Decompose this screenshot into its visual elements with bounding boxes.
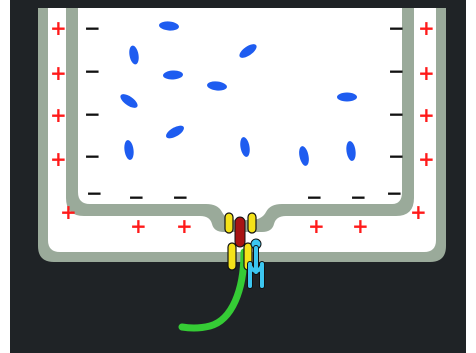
positive-charge: + [176, 214, 193, 238]
positive-charge: + [60, 200, 77, 224]
positive-charge: + [352, 214, 369, 238]
positive-charge: + [418, 16, 435, 40]
negative-charge: − [388, 102, 405, 126]
channel-subunit-lower-left [228, 243, 236, 270]
negative-charge: − [84, 144, 101, 168]
negative-charge: − [84, 59, 101, 83]
negative-charge: − [306, 185, 323, 209]
positive-charge: + [418, 61, 435, 85]
negative-charge: − [350, 185, 367, 209]
positive-charge: + [418, 103, 435, 127]
negative-charge: − [386, 181, 403, 205]
negative-charge: − [84, 102, 101, 126]
negative-charge: − [388, 16, 405, 40]
negative-charge: − [86, 181, 103, 205]
negative-charge: − [128, 185, 145, 209]
positive-charge: + [50, 147, 67, 171]
negative-charge: − [172, 185, 189, 209]
channel-subunit-upper-left [225, 213, 233, 233]
positive-charge: + [410, 200, 427, 224]
channel-subunit-upper-right [248, 213, 256, 233]
ion-particle [337, 93, 357, 102]
negative-charge: − [84, 16, 101, 40]
positive-charge: + [50, 61, 67, 85]
positive-charge: + [50, 16, 67, 40]
positive-charge: + [418, 147, 435, 171]
negative-charge: − [388, 144, 405, 168]
positive-charge: + [308, 214, 325, 238]
positive-charge: + [50, 103, 67, 127]
positive-charge: + [130, 214, 147, 238]
channel-gate [235, 217, 245, 247]
negative-charge: − [388, 59, 405, 83]
